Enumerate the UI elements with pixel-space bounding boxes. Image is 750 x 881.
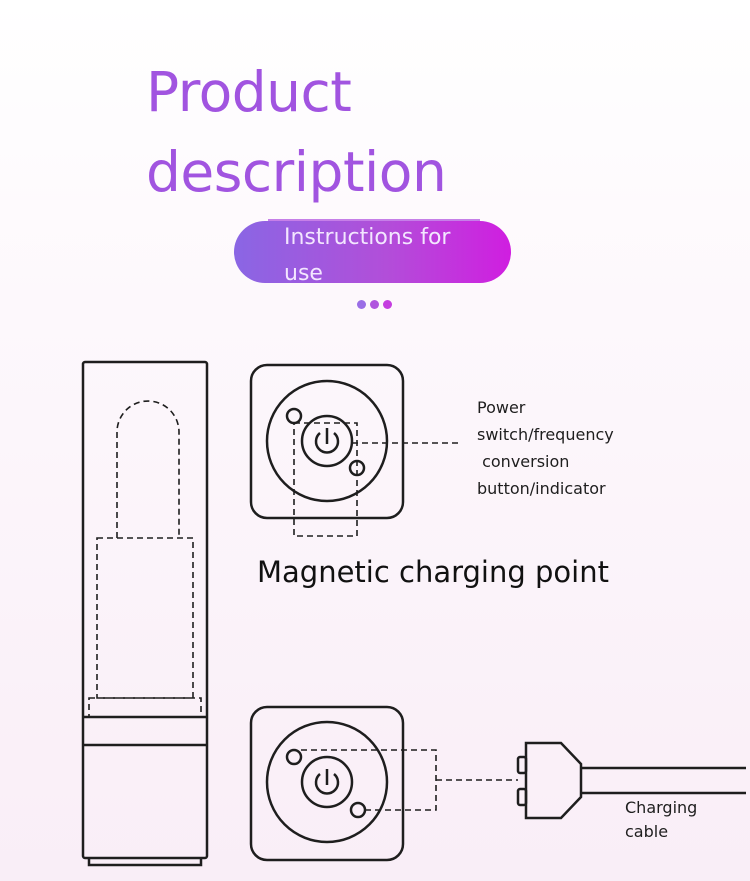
charging-cable-label: Charging cable xyxy=(625,796,697,844)
instructions-badge xyxy=(234,221,511,283)
instructions-badge-label: Instructions for use xyxy=(284,225,451,286)
pagination-dot xyxy=(357,300,366,309)
charging-panel xyxy=(249,705,405,862)
power-icon xyxy=(314,769,340,795)
page-title: Product description xyxy=(146,52,447,212)
charging-cable-label-line-2: cable xyxy=(625,822,669,841)
title-line-2: description xyxy=(146,140,447,204)
charging-cable-connector xyxy=(516,741,746,820)
magnetic-charging-label: Magnetic charging point xyxy=(257,555,609,589)
pagination-dot xyxy=(383,300,392,309)
charging-cable-label-line-1: Charging xyxy=(625,798,698,817)
title-line-1: Product xyxy=(146,60,352,124)
device-internal-outline xyxy=(88,400,202,718)
power-switch-label: Power switch/frequency conversion button… xyxy=(477,398,614,498)
badge-top-line xyxy=(268,219,480,221)
charging-point-callout xyxy=(293,422,462,537)
cable-connection-callout xyxy=(301,749,518,811)
pagination-dot xyxy=(370,300,379,309)
device-body xyxy=(81,360,209,867)
power-icon xyxy=(314,428,340,454)
